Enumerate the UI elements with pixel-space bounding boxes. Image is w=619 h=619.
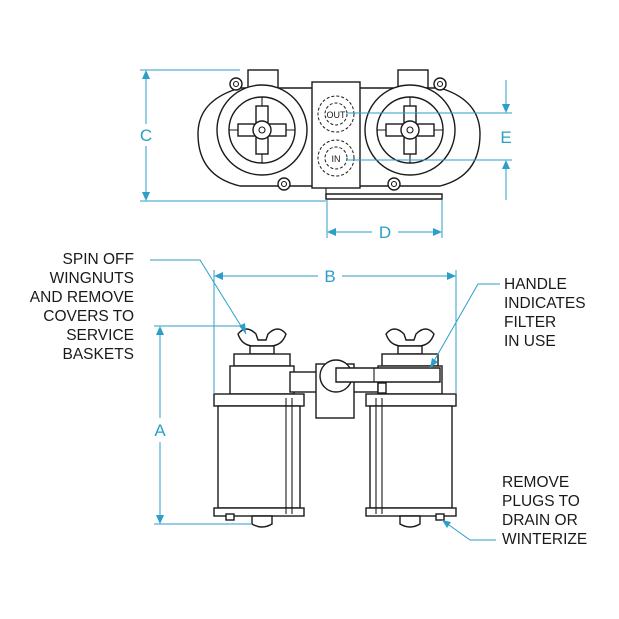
right-wingnut: [385, 328, 435, 347]
note-plugs-line: WINTERIZE: [502, 531, 587, 548]
right-housing-body: [369, 405, 453, 509]
top-ear-hole: [280, 180, 288, 188]
note-spin-off: SPIN OFF WINGNUTS AND REMOVE COVERS TO S…: [30, 251, 134, 363]
top-ear-bottom-right: [387, 177, 401, 191]
note-plugs-line: DRAIN OR: [502, 512, 578, 529]
in-port-label: IN: [332, 154, 341, 164]
dim-b-arrow-right: [447, 272, 456, 280]
dim-a-arrow-down: [156, 515, 164, 524]
dim-b-arrow-left: [214, 272, 223, 280]
dim-c-arrow-up: [142, 70, 150, 79]
out-port-circle: [317, 95, 355, 133]
leader-lines: [150, 259, 500, 541]
note-plugs-line: PLUGS TO: [502, 493, 580, 510]
note-spin-off-line: BASKETS: [63, 346, 135, 363]
left-housing-top-flange: [213, 393, 305, 407]
handle-leader-arrow: [430, 358, 438, 368]
top-view: OUT IN: [197, 69, 481, 200]
in-port-inner: [324, 146, 348, 170]
note-handle-line: HANDLE: [504, 276, 567, 293]
note-spin-off-line: WINGNUTS: [50, 270, 134, 287]
dim-d-label: D: [379, 223, 391, 242]
left-cover-top: [233, 353, 291, 367]
right-drain-plug: [435, 513, 445, 521]
note-spin-off-line: AND REMOVE: [30, 289, 134, 306]
handle-lug: [377, 382, 387, 394]
top-handle: [325, 193, 443, 200]
right-cover-top: [381, 353, 439, 367]
note-spin-off-line: COVERS TO: [43, 308, 134, 325]
dim-c-label: C: [140, 126, 152, 145]
dim-c-arrow-down: [142, 192, 150, 201]
dim-b-label: B: [324, 267, 335, 286]
dim-a-label: A: [154, 421, 166, 440]
dim-a-arrow-up: [156, 326, 164, 335]
dimension-c: C: [140, 69, 326, 202]
dimension-d: D: [326, 200, 443, 242]
note-handle: HANDLE INDICATES FILTER IN USE: [504, 276, 586, 350]
note-handle-line: FILTER: [504, 314, 556, 331]
out-port-inner: [324, 102, 348, 126]
note-handle-line: INDICATES: [504, 295, 586, 312]
left-wingnut-neck: [249, 345, 275, 355]
note-plugs-line: REMOVE: [502, 474, 569, 491]
left-wingnut-center: [258, 126, 266, 134]
in-port-circle: [317, 139, 355, 177]
top-ear-top-left: [229, 77, 243, 91]
note-spin-off-line: SPIN OFF: [63, 251, 134, 268]
dimension-a: A: [154, 325, 252, 525]
spin-off-leader: [150, 259, 247, 335]
front-handle: [335, 367, 441, 383]
spin-off-leader-arrow: [239, 323, 246, 334]
top-ear-hole: [390, 180, 398, 188]
dim-d-arrow-right: [433, 228, 442, 236]
top-ear-hole: [232, 80, 240, 88]
right-drain-boss: [399, 515, 421, 528]
right-housing-top-flange: [365, 393, 457, 407]
right-wingnut-neck: [397, 345, 423, 355]
left-cover-body: [229, 365, 295, 395]
top-ear-top-right: [433, 77, 447, 91]
left-drain-plug: [225, 513, 235, 521]
dimension-b: B: [213, 267, 457, 394]
right-wingnut-hub: [400, 120, 420, 140]
top-ear-bottom-left: [277, 177, 291, 191]
left-housing-body: [217, 405, 301, 509]
center-valve-block: [311, 81, 361, 189]
right-wingnut-center: [406, 126, 414, 134]
handle-leader: [429, 283, 500, 369]
front-view: [213, 328, 457, 528]
note-spin-off-line: SERVICE: [66, 327, 134, 344]
dim-e-arrow-up: [502, 160, 510, 169]
left-drain-boss: [251, 515, 273, 528]
out-port-label: OUT: [327, 110, 347, 120]
note-plugs: REMOVE PLUGS TO DRAIN OR WINTERIZE: [502, 474, 587, 548]
dimension-e: E: [346, 80, 512, 200]
left-wingnut-hub: [252, 120, 272, 140]
plugs-leader-arrow: [442, 520, 451, 528]
plugs-leader: [441, 519, 496, 541]
dim-d-arrow-left: [327, 228, 336, 236]
dim-e-arrow-down: [502, 104, 510, 113]
top-ear-hole: [436, 80, 444, 88]
note-handle-line: IN USE: [504, 333, 556, 350]
dim-e-label: E: [500, 128, 511, 147]
